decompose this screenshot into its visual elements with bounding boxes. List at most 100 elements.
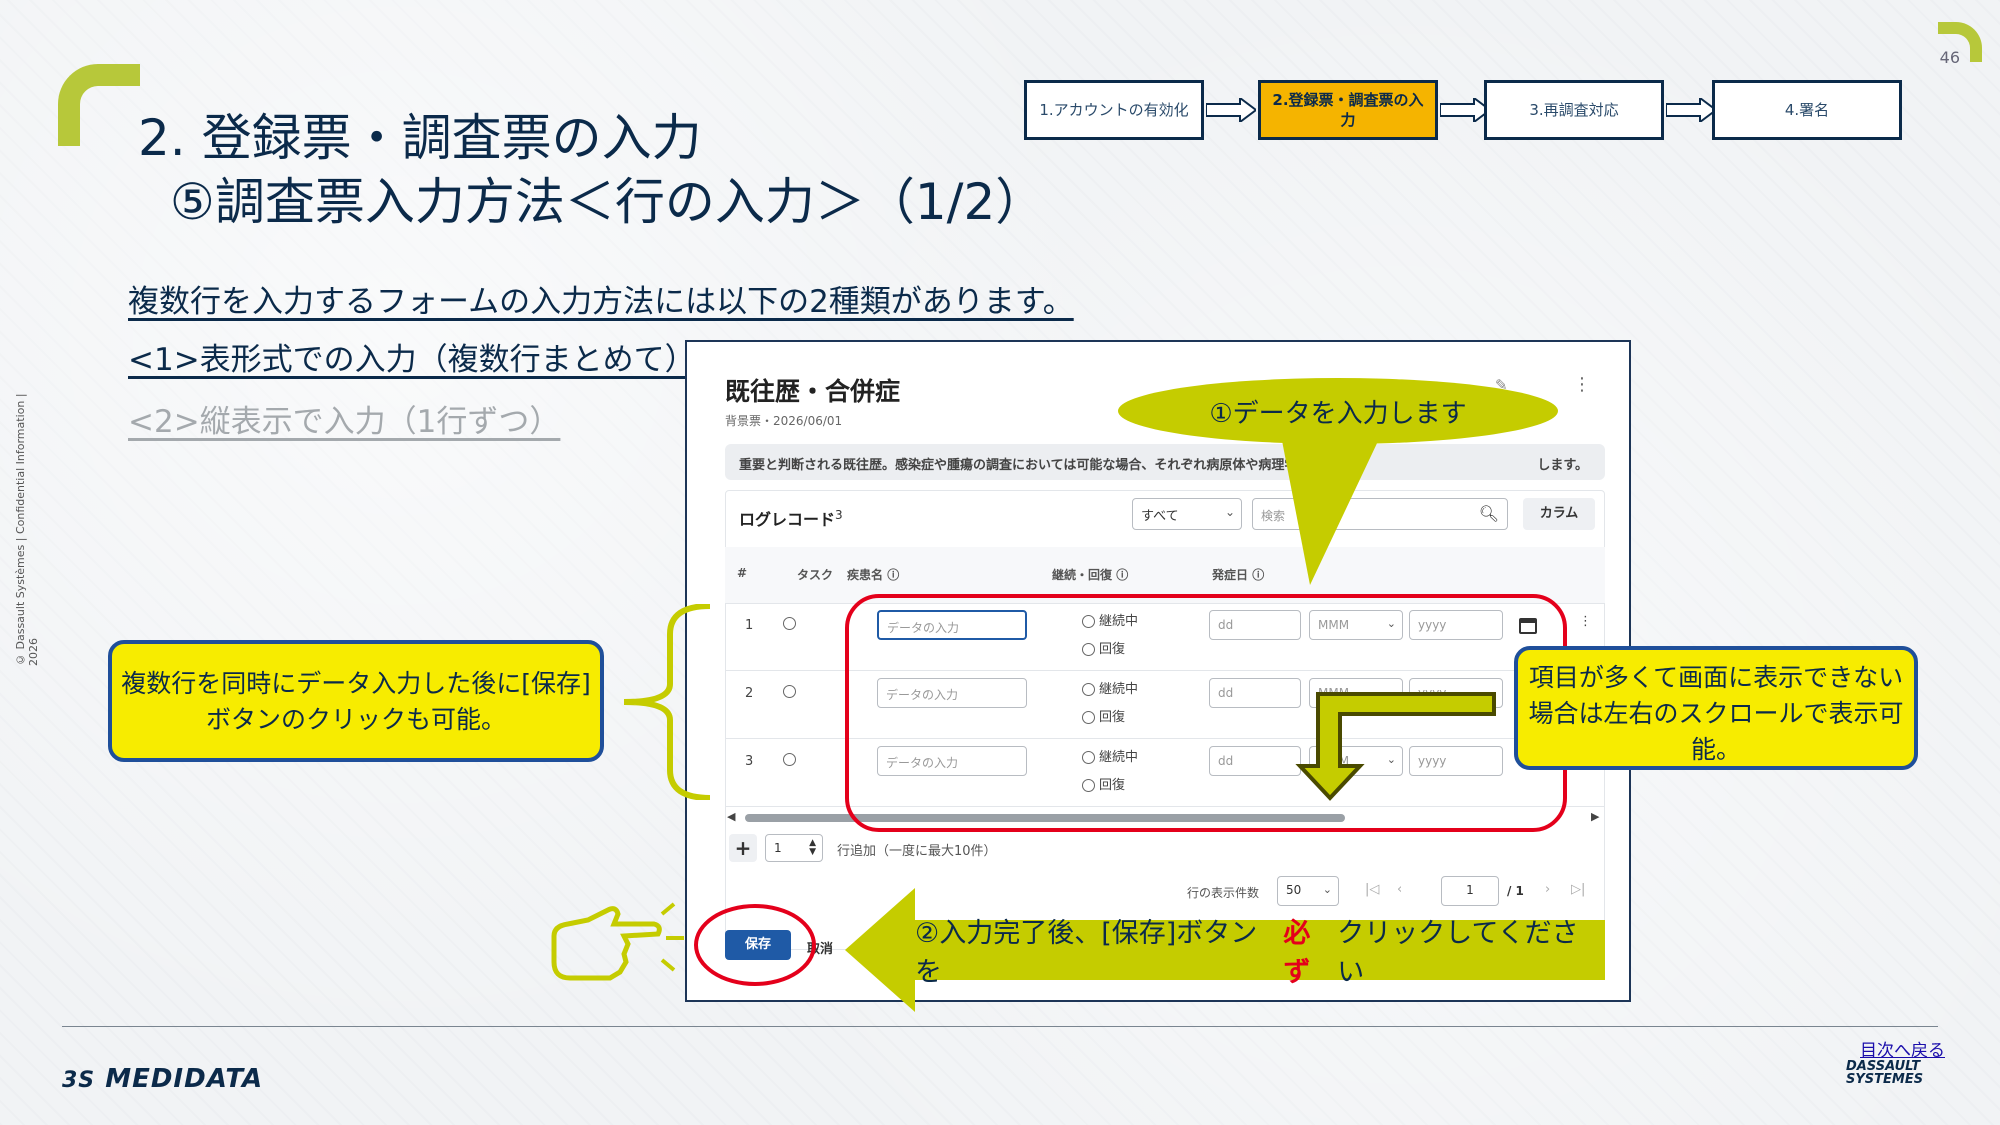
- task-radio[interactable]: [783, 616, 800, 631]
- kebab-menu-icon[interactable]: ⋮: [1573, 374, 1591, 395]
- disease-input-row-2[interactable]: データの入力: [877, 678, 1027, 708]
- task-radio[interactable]: [783, 684, 800, 699]
- copyright-text: © Dassault Systèmes | Confidential Infor…: [14, 393, 40, 666]
- status-option-ongoing-label: 継続中: [1099, 682, 1139, 697]
- status-option-ongoing-label: 継続中: [1099, 614, 1139, 629]
- month-placeholder: MMM: [1318, 618, 1350, 632]
- callout-save-pre: ②入力完了後、[保存]ボタンを: [915, 918, 1258, 988]
- chevron-down-icon: ⌄: [1386, 753, 1396, 766]
- status-option-recovered[interactable]: 回復: [1082, 638, 1125, 657]
- callout-scroll: 項目が多くて画面に表示できない場合は左右のスクロールで表示可能。: [1514, 646, 1918, 770]
- row-menu-icon[interactable]: ⋮: [1579, 614, 1592, 629]
- 3ds-logo-icon: 3S: [62, 1068, 96, 1093]
- horizontal-scrollbar[interactable]: [745, 814, 1345, 822]
- header-status: 継続・回復 ⓘ: [1052, 566, 1128, 583]
- form-note: 重要と判断される既往歴。感染症や腫瘍の調査においては可能な場合、それぞれ病原体や…: [725, 444, 1605, 480]
- add-row-button[interactable]: +: [729, 834, 757, 862]
- hand-pointer-icon: [551, 902, 684, 981]
- scroll-right-icon[interactable]: ▶: [1591, 810, 1600, 823]
- status-option-ongoing[interactable]: 継続中: [1082, 746, 1138, 765]
- table-header: [725, 547, 1605, 603]
- form-note-text: 重要と判断される既往歴。感染症や腫瘍の調査においては可能な場合、それぞれ病原体や…: [739, 458, 1298, 473]
- stepper-icon[interactable]: ▲▼: [809, 838, 816, 857]
- callout-multi-rows: 複数行を同時にデータ入力した後に[保存]ボタンのクリックも可能。: [108, 640, 604, 762]
- brace-icon: [623, 604, 711, 800]
- filter-select[interactable]: すべて ⌄: [1132, 498, 1242, 530]
- row-divider: [725, 738, 1605, 739]
- status-option-recovered-label: 回復: [1099, 710, 1126, 725]
- chevron-down-icon: ⌄: [1386, 685, 1396, 698]
- row-divider: [725, 603, 1605, 604]
- chevron-down-icon: ⌄: [1322, 883, 1332, 896]
- row-divider: [725, 806, 1605, 807]
- header-status-label: 継続・回復: [1052, 568, 1113, 582]
- step-1: 1.アカウントの有効化: [1024, 80, 1204, 140]
- day-placeholder: dd: [1218, 754, 1234, 768]
- day-input[interactable]: dd: [1209, 746, 1301, 776]
- year-input[interactable]: yyyy: [1409, 610, 1503, 640]
- row-3-num: 3: [745, 754, 754, 769]
- column-button[interactable]: カラム: [1523, 498, 1595, 530]
- status-option-ongoing-label: 継続中: [1099, 750, 1139, 765]
- form-title: 既往歴・合併症: [725, 377, 901, 406]
- info-icon: ⓘ: [1116, 568, 1129, 582]
- day-input[interactable]: dd: [1209, 610, 1301, 640]
- last-page-icon[interactable]: ▷|: [1571, 882, 1586, 897]
- info-icon: ⓘ: [887, 568, 900, 582]
- footer-divider: [62, 1026, 1938, 1027]
- step-4: 4.署名: [1712, 80, 1902, 140]
- step-arrow-icon: [1206, 98, 1256, 122]
- search-icon[interactable]: 🔍︎: [1478, 504, 1499, 523]
- add-row-count-input[interactable]: 1 ▲▼: [765, 834, 823, 862]
- status-option-ongoing[interactable]: 継続中: [1082, 678, 1138, 697]
- add-row-count: 1: [774, 841, 782, 855]
- option-2-link[interactable]: <2>縦表示で入力（1行ずつ）: [128, 404, 561, 440]
- option-1-link[interactable]: <1>表形式での入力（複数行まとめて）: [128, 342, 696, 378]
- medidata-logo-text: MEDIDATA: [105, 1064, 264, 1094]
- page-total: / 1: [1507, 884, 1524, 898]
- year-placeholder: yyyy: [1418, 618, 1447, 632]
- page-title-line2: ⑤調査票入力方法＜行の入力＞（1/2）: [170, 173, 1046, 231]
- next-page-icon[interactable]: ›: [1545, 882, 1551, 897]
- callout-save-must: 必ず: [1283, 918, 1311, 988]
- task-radio[interactable]: [783, 752, 800, 767]
- log-record-label: ログレコード: [739, 510, 836, 529]
- info-icon: ⓘ: [1252, 568, 1265, 582]
- day-placeholder: dd: [1218, 686, 1234, 700]
- disease-input-row-1[interactable]: データの入力: [877, 610, 1027, 640]
- header-task: タスク: [797, 568, 834, 582]
- dassault-logo-text: DASSAULT SYSTEMES: [1846, 1059, 1924, 1087]
- first-page-icon[interactable]: |◁: [1365, 882, 1380, 897]
- form-note-tail: します。: [1537, 458, 1589, 473]
- year-input[interactable]: yyyy: [1409, 746, 1503, 776]
- back-to-toc-link[interactable]: 目次へ戻る: [1860, 1041, 1945, 1061]
- row-1-num: 1: [745, 618, 754, 633]
- year-placeholder: yyyy: [1418, 754, 1447, 768]
- page-number-input[interactable]: 1: [1441, 876, 1499, 906]
- prev-page-icon[interactable]: ‹: [1397, 882, 1403, 897]
- disease-placeholder: データの入力: [887, 621, 960, 635]
- search-placeholder: 検索: [1261, 509, 1286, 523]
- status-option-ongoing[interactable]: 継続中: [1082, 610, 1138, 629]
- status-option-recovered[interactable]: 回復: [1082, 774, 1125, 793]
- step-arrow-icon: [1666, 98, 1716, 122]
- status-option-recovered[interactable]: 回復: [1082, 706, 1125, 725]
- chevron-down-icon: ⌄: [1224, 505, 1235, 519]
- intro-text: 複数行を入力するフォームの入力方法には以下の2種類があります。: [128, 284, 1074, 320]
- header-disease-label: 疾患名: [847, 568, 884, 582]
- log-record-count: 3: [835, 508, 843, 522]
- callout-save-post: クリックしてください: [1337, 918, 1579, 988]
- form-subtitle: 背景票・2026/06/01: [725, 414, 843, 428]
- disease-input-row-3[interactable]: データの入力: [877, 746, 1027, 776]
- month-select[interactable]: MMM⌄: [1309, 610, 1403, 640]
- search-input[interactable]: 検索 🔍︎: [1252, 498, 1508, 530]
- day-input[interactable]: dd: [1209, 678, 1301, 708]
- callout-enter-data: ①データを入力します: [1118, 378, 1558, 444]
- callout-save: ②入力完了後、[保存]ボタンを必ずクリックしてください: [885, 918, 1605, 988]
- medidata-logo: 3S MEDIDATA: [62, 1064, 263, 1094]
- disease-placeholder: データの入力: [886, 756, 959, 770]
- scroll-left-icon[interactable]: ◀: [727, 810, 736, 823]
- header-num: #: [737, 566, 748, 580]
- rows-per-page-select[interactable]: 50⌄: [1277, 876, 1339, 906]
- rows-per-page-label: 行の表示件数: [1187, 886, 1260, 900]
